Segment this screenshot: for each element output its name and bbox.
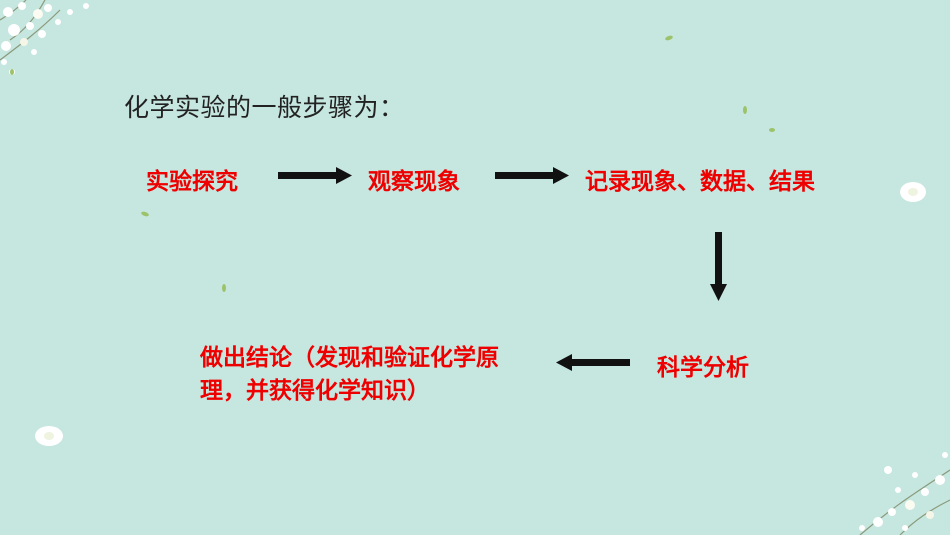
step-experiment-explore: 实验探究	[146, 169, 238, 195]
step-observe-phenomena: 观察现象	[368, 169, 460, 195]
step-draw-conclusion: 做出结论（发现和验证化学原理，并获得化学知识）	[200, 345, 499, 404]
slide-heading: 化学实验的一般步骤为：	[124, 93, 405, 122]
arrow-right-icon	[278, 167, 352, 184]
arrow-right-icon	[495, 167, 569, 184]
step-record-results: 记录现象、数据、结果	[585, 169, 815, 195]
arrow-down-icon	[710, 232, 727, 301]
arrow-left-icon	[556, 354, 630, 371]
step-scientific-analysis: 科学分析	[657, 355, 749, 381]
